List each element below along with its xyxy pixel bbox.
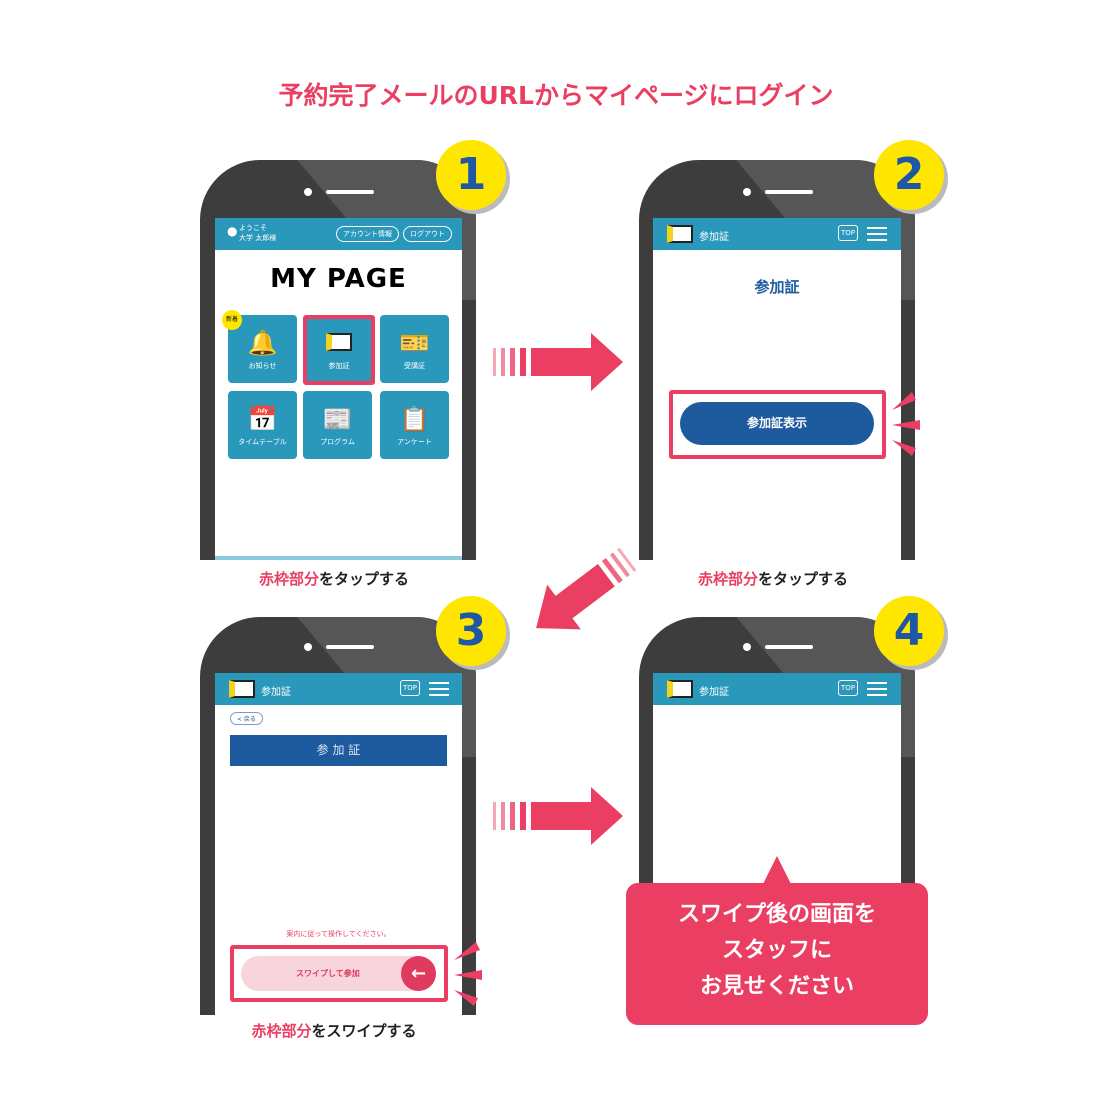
header-title: 参加証 (699, 687, 729, 698)
tile-label: プログラム (320, 438, 355, 446)
step-badge-4: 4 (874, 596, 944, 666)
phone-step-1: ● ようこそ 大学 太郎様 アカウント情報 ログアウト MY PAGE 🔔 お知ら… (200, 160, 476, 560)
back-button[interactable]: < 戻る (230, 712, 263, 725)
speaker (765, 190, 813, 194)
page-heading: 参加証 (754, 278, 800, 296)
tile-timetable[interactable]: 📅 タイムテーブル (228, 391, 297, 459)
screen: 参加証 TOP < 戻る 参 加 証 案内に従って操作してください。 スワイプし… (215, 673, 462, 1015)
emphasis-marks (454, 942, 482, 1006)
screen: 参加証 TOP (653, 673, 901, 887)
tile-ticket[interactable]: 参加証 (303, 315, 375, 385)
user-name: 大学 太郎様 (239, 234, 277, 242)
my-page-heading: MY PAGE (270, 264, 407, 294)
header-title: 参加証 (261, 687, 291, 698)
phone-step-2: 参加証 TOP 参加証 参加証表示 (639, 160, 915, 560)
phone-step-3: 参加証 TOP < 戻る 参 加 証 案内に従って操作してください。 スワイプし… (200, 617, 476, 1015)
caption-highlight: 赤枠部分 (251, 1022, 312, 1040)
header: 参加証 TOP (653, 218, 901, 250)
screen: ● ようこそ 大学 太郎様 アカウント情報 ログアウト MY PAGE 🔔 お知ら… (215, 218, 462, 560)
timetable-icon: 📅 (247, 405, 278, 433)
camera (743, 188, 751, 196)
arrow-down-left-icon (536, 547, 637, 630)
instruction-bubble: スワイプ後の画面を スタッフに お見せください (626, 883, 928, 1025)
highlight-frame (230, 945, 448, 1002)
step-badge-1: 1 (436, 140, 506, 210)
caption-step-3: 赤枠部分をスワイプする (196, 1020, 472, 1041)
tile-label: 参加証 (328, 362, 350, 370)
footer-bar (215, 556, 462, 560)
screen: 参加証 TOP 参加証 参加証表示 (653, 218, 901, 560)
caption-highlight: 赤枠部分 (697, 570, 758, 588)
page-title: 予約完了メールのURLからマイページにログイン (278, 81, 834, 110)
header: 参加証 TOP (215, 673, 462, 705)
header: ● ようこそ 大学 太郎様 アカウント情報 ログアウト (215, 218, 462, 250)
header-title: 参加証 (699, 232, 729, 243)
clipboard-icon: 📋 (399, 405, 430, 433)
tile-label: 受講証 (404, 362, 425, 370)
speaker (326, 190, 374, 194)
speaker (765, 645, 813, 649)
header: 参加証 TOP (653, 673, 901, 705)
bubble-line: お見せください (699, 974, 854, 999)
caption-highlight: 赤枠部分 (258, 570, 319, 588)
user-icon: ● (227, 224, 238, 238)
bubble-line: スワイプ後の画面を (677, 902, 876, 927)
program-icon: 📰 (322, 405, 353, 433)
arrow-left-icon[interactable]: ← (401, 956, 436, 991)
top-button[interactable]: TOP (400, 680, 421, 696)
tile-label: アンケート (397, 438, 432, 446)
tile-label: タイムテーブル (238, 438, 287, 446)
phone-step-4: 参加証 TOP (639, 617, 915, 887)
step-badge-3: 3 (436, 596, 506, 666)
highlight-frame (669, 390, 886, 459)
cards-icon: 🎫 (399, 329, 430, 357)
swipe-label: スワイプして参加 (296, 969, 360, 978)
caption-action: をスワイプする (311, 1022, 417, 1040)
speaker (326, 645, 374, 649)
menu-icon[interactable] (867, 682, 887, 696)
camera (743, 643, 751, 651)
show-ticket-button[interactable]: 参加証表示 (680, 402, 874, 445)
tile-survey[interactable]: 📋 アンケート (380, 391, 449, 459)
top-button[interactable]: TOP (838, 225, 859, 241)
step-badge-2: 2 (874, 140, 944, 210)
arrow-right-icon (493, 787, 623, 845)
camera (304, 188, 312, 196)
ticket-card-icon (667, 680, 693, 698)
bubble-pointer (762, 856, 792, 886)
ticket-card-icon (667, 225, 693, 243)
tile-program[interactable]: 📰 プログラム (303, 391, 372, 459)
new-badge: 新着 (222, 310, 242, 330)
account-info-button[interactable]: アカウント情報 (336, 226, 399, 242)
bubble-line: スタッフに (721, 938, 832, 963)
arrow-right-icon (493, 333, 623, 391)
ticket-banner: 参 加 証 (230, 735, 447, 766)
logout-button[interactable]: ログアウト (403, 226, 452, 242)
caption-step-1: 赤枠部分をタップする (196, 568, 472, 589)
top-button[interactable]: TOP (838, 680, 859, 696)
ticket-card-icon (229, 680, 255, 698)
camera (304, 643, 312, 651)
tile-attendance[interactable]: 🎫 受講証 (380, 315, 449, 383)
welcome-text: ようこそ (239, 224, 267, 232)
menu-icon[interactable] (867, 227, 887, 241)
caption-action: をタップする (319, 570, 410, 588)
menu-icon[interactable] (429, 682, 449, 696)
tile-label: お知らせ (248, 362, 277, 370)
caption-step-2: 赤枠部分をタップする (635, 568, 911, 589)
bell-icon: 🔔 (247, 329, 278, 357)
instruction-text: 案内に従って操作してください。 (286, 930, 391, 938)
tile-notice[interactable]: 🔔 お知らせ (228, 315, 297, 383)
emphasis-marks (892, 392, 920, 456)
caption-action: をタップする (758, 570, 849, 588)
ticket-card-icon (326, 333, 352, 351)
